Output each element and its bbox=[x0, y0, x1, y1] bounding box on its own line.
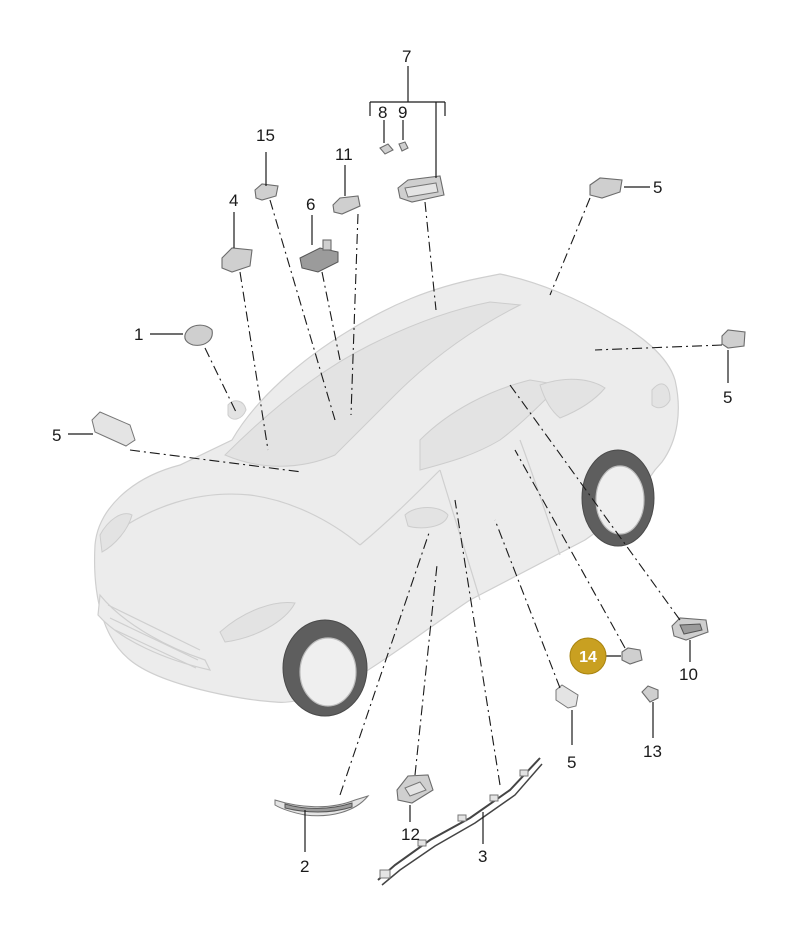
part-5-right bbox=[721, 329, 746, 349]
part-11 bbox=[332, 195, 361, 215]
part-9 bbox=[398, 141, 409, 152]
callout-10[interactable]: 10 bbox=[679, 665, 698, 684]
callout-5-upper-right[interactable]: 5 bbox=[653, 178, 662, 197]
callout-5-bottom[interactable]: 5 bbox=[567, 753, 576, 772]
callout-6[interactable]: 6 bbox=[306, 195, 315, 214]
callout-14-highlighted[interactable]: 14 bbox=[569, 637, 607, 675]
callout-2[interactable]: 2 bbox=[300, 857, 309, 876]
vehicle-illustration bbox=[93, 273, 679, 717]
callout-12[interactable]: 12 bbox=[401, 825, 420, 844]
part-5-upper-right bbox=[589, 177, 623, 199]
callout-7[interactable]: 7 bbox=[402, 47, 411, 66]
callout-14[interactable]: 14 bbox=[579, 649, 597, 666]
callout-15[interactable]: 15 bbox=[256, 126, 275, 145]
part-5-bottom bbox=[555, 684, 579, 709]
connection-lines bbox=[68, 66, 729, 852]
part-7 bbox=[397, 175, 445, 203]
callout-8[interactable]: 8 bbox=[378, 103, 387, 122]
part-1 bbox=[184, 324, 213, 346]
part-6 bbox=[299, 239, 339, 273]
callout-3[interactable]: 3 bbox=[478, 847, 487, 866]
callout-5-right[interactable]: 5 bbox=[723, 388, 732, 407]
part-15 bbox=[254, 183, 279, 201]
part-14 bbox=[621, 647, 643, 665]
callout-4[interactable]: 4 bbox=[229, 191, 238, 210]
part-4 bbox=[221, 247, 253, 273]
part-8 bbox=[379, 143, 394, 155]
parts bbox=[91, 141, 746, 886]
callout-11[interactable]: 11 bbox=[335, 145, 353, 164]
callout-13[interactable]: 13 bbox=[643, 742, 662, 761]
part-12 bbox=[396, 774, 434, 804]
callouts: 1 2 3 4 5 5 5 5 6 7 8 9 10 11 12 13 15 1… bbox=[52, 47, 732, 876]
callout-5-left[interactable]: 5 bbox=[52, 426, 61, 445]
callout-9[interactable]: 9 bbox=[398, 103, 407, 122]
part-2 bbox=[274, 795, 370, 817]
part-10 bbox=[671, 617, 709, 641]
part-3 bbox=[377, 757, 543, 886]
callout-1[interactable]: 1 bbox=[134, 325, 143, 344]
part-5-left bbox=[91, 411, 136, 447]
part-13 bbox=[641, 685, 659, 703]
highlight-badge bbox=[569, 637, 607, 675]
